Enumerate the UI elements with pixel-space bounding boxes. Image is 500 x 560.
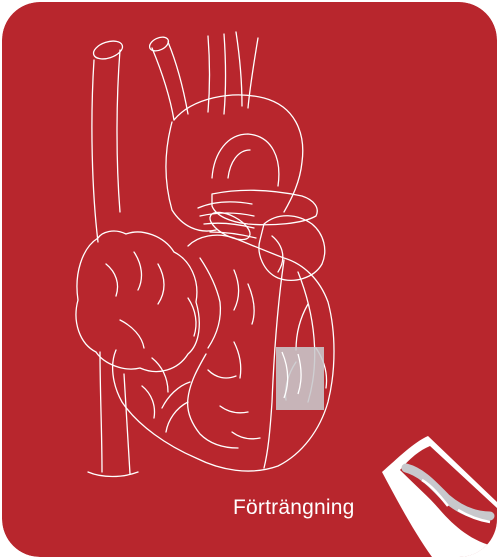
caption-label: Förträngning bbox=[233, 496, 354, 520]
